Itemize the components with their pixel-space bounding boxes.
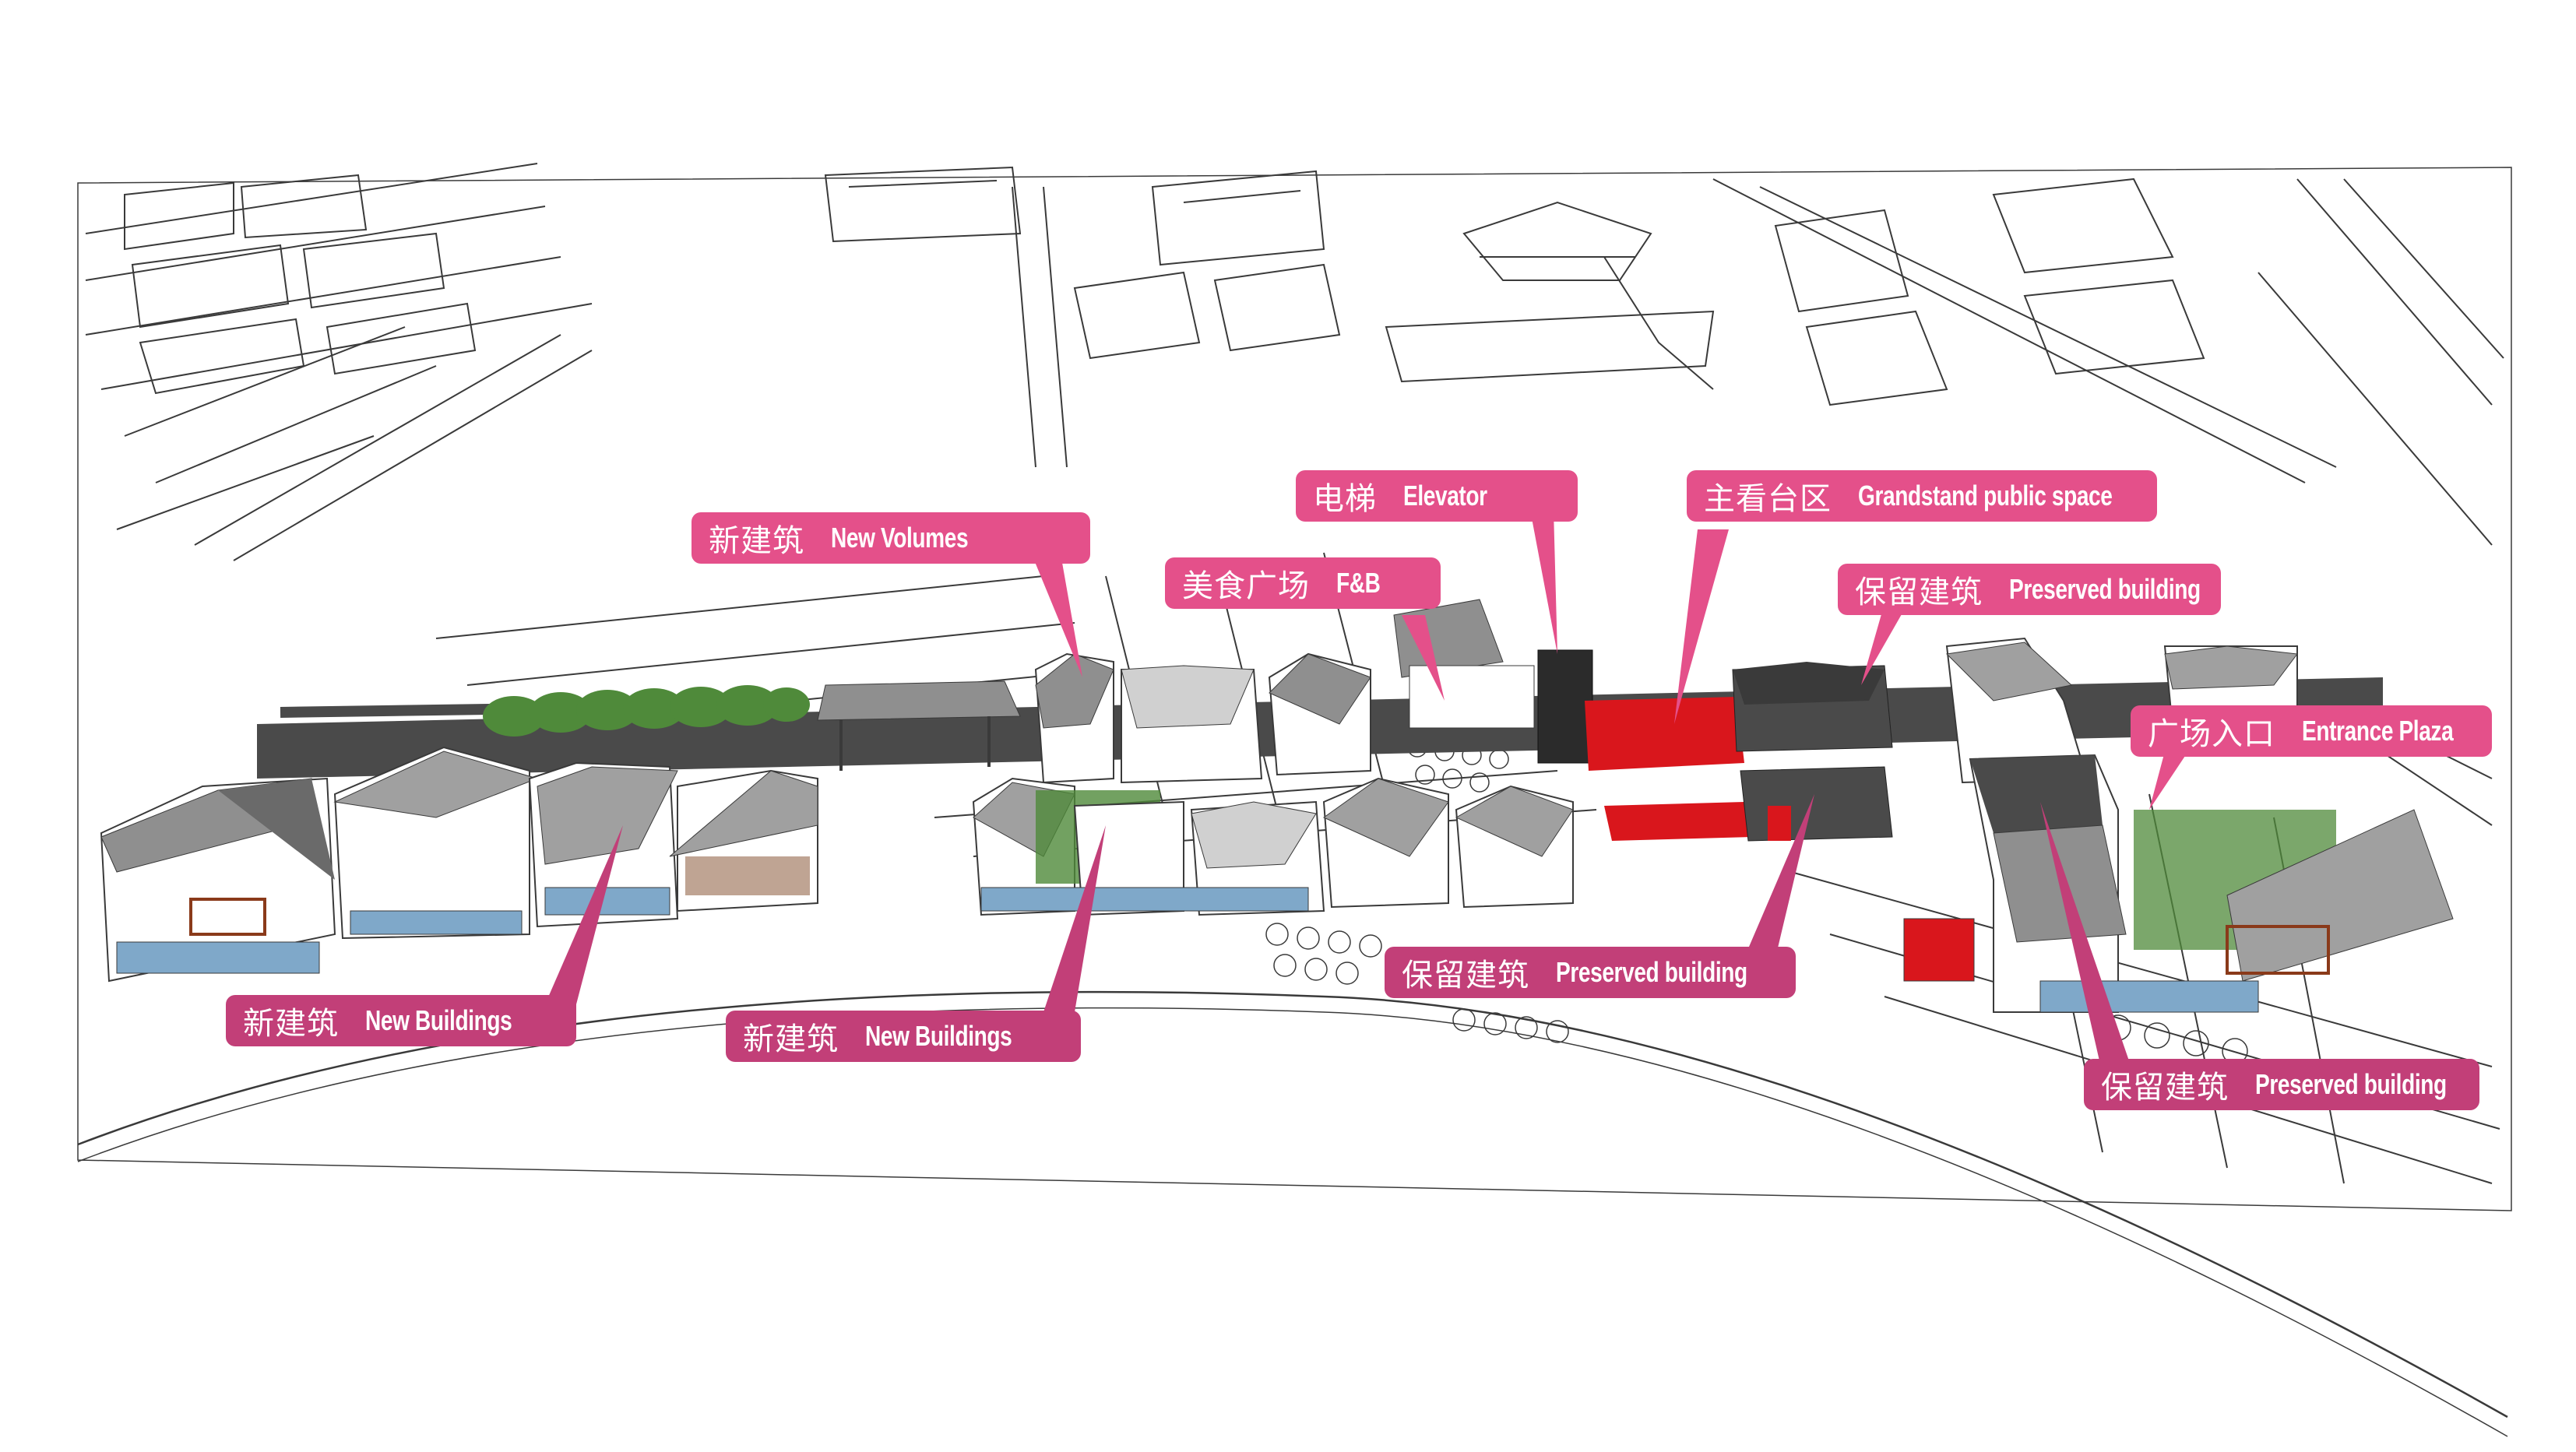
callout-en: Preserved building <box>2255 1068 2447 1100</box>
new-volumes-block <box>1034 652 1371 784</box>
callout-cn: 新建筑 <box>709 523 804 559</box>
callout-fb: 美食广场 F&B <box>1165 557 1441 609</box>
callout-new-volumes: 新建筑 New Volumes <box>692 512 1090 564</box>
callout-en: Elevator <box>1403 480 1487 512</box>
callout-en: Entrance Plaza <box>2302 715 2454 747</box>
callout-en: Preserved building <box>1556 956 1747 988</box>
callout-cn: 广场入口 <box>2148 716 2275 752</box>
callout-cn: 保留建筑 <box>2101 1070 2229 1106</box>
callout-new-buildings-left: 新建筑 New Buildings <box>226 995 576 1046</box>
preserved-building-top <box>1732 662 1893 752</box>
callout-cn: 保留建筑 <box>1855 575 1983 610</box>
preserved-building-mid <box>1740 766 1893 842</box>
callout-elevator: 电梯 Elevator <box>1296 470 1578 522</box>
callout-cn: 美食广场 <box>1182 568 1310 604</box>
new-building-left-2 <box>333 746 539 940</box>
callout-new-buildings-mid: 新建筑 New Buildings <box>726 1011 1081 1062</box>
callout-en: F&B <box>1336 567 1381 599</box>
callout-cn: 保留建筑 <box>1402 958 1529 993</box>
callout-cn: 电梯 <box>1313 481 1377 517</box>
callout-en: Grandstand public space <box>1858 480 2113 512</box>
new-building-left-4 <box>669 769 818 912</box>
callout-cn: 主看台区 <box>1704 481 1832 517</box>
grandstand-red <box>1585 697 1752 841</box>
callout-cn: 新建筑 <box>743 1021 839 1057</box>
fb-block <box>1322 599 1574 909</box>
tree-strip <box>483 685 810 737</box>
callout-grandstand: 主看台区 Grandstand public space <box>1687 470 2157 522</box>
callout-entrance-plaza: 广场入口 Entrance Plaza <box>2131 705 2492 757</box>
elevator-tower <box>1537 649 1593 764</box>
callout-en: New Buildings <box>365 1004 512 1036</box>
callout-preserved-mid: 保留建筑 Preserved building <box>1385 947 1796 998</box>
callout-en: Preserved building <box>2009 573 2201 605</box>
preserved-building-right <box>1969 754 2454 1013</box>
callout-en: New Volumes <box>831 522 969 554</box>
new-building-left-3 <box>528 761 679 928</box>
leader-pointers <box>1028 510 2188 810</box>
new-building-left-1 <box>100 777 336 983</box>
callout-preserved-top: 保留建筑 Preserved building <box>1838 564 2221 615</box>
leader-pointers-lower <box>545 794 2134 1074</box>
callout-cn: 新建筑 <box>243 1006 339 1042</box>
callout-preserved-right: 保留建筑 Preserved building <box>2084 1059 2479 1110</box>
new-buildings-mid-block <box>972 777 1325 916</box>
callout-en: New Buildings <box>865 1020 1012 1052</box>
